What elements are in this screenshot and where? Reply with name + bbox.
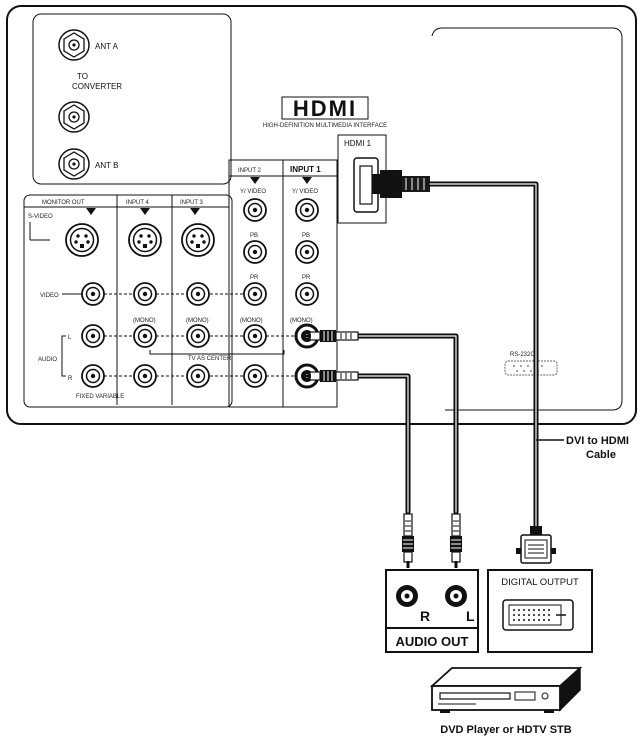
to-converter-connector[interactable] — [58, 101, 90, 133]
digital-output-label: DIGITAL OUTPUT — [501, 577, 579, 588]
to-converter-label: TO — [77, 72, 88, 81]
input-1-pr-label: PR — [302, 275, 311, 281]
to-converter-label-2: CONVERTER — [72, 82, 122, 91]
rca-plug-device-r — [401, 513, 415, 569]
input-2-y-video-label: Y/ VIDEO — [240, 189, 266, 195]
input-4-label: INPUT 4 — [126, 200, 150, 206]
video-label: VIDEO — [40, 293, 59, 299]
dvi-plug — [516, 526, 556, 564]
audio-label: AUDIO — [38, 357, 57, 363]
input-2-pb-jack[interactable] — [243, 240, 267, 264]
svg-text:HDMI: HDMI — [293, 96, 357, 121]
input-2-audio-l-jack[interactable] — [243, 324, 267, 348]
monitor-out-label: MONITOR OUT — [42, 200, 85, 206]
input-3-video-jack[interactable] — [186, 282, 210, 306]
input-3-audio-r-jack[interactable] — [186, 364, 210, 388]
audio-l-label: L — [68, 335, 72, 341]
monitor-out-audio-l-jack[interactable] — [81, 324, 105, 348]
audio-out-r-jack[interactable] — [396, 585, 418, 607]
input-1-pb-label: PB — [302, 233, 310, 239]
hdmi-1-port[interactable] — [353, 157, 379, 213]
input-3-s-video-jack[interactable] — [181, 223, 215, 257]
input-1-pb-jack[interactable] — [295, 240, 319, 264]
input-4-video-jack[interactable] — [133, 282, 157, 306]
dvi-cable-label: DVI to HDMI — [566, 435, 629, 447]
audio-cable-r — [347, 373, 411, 515]
input-1-label: INPUT 1 — [290, 165, 321, 174]
tv-as-center-bracket — [149, 350, 285, 355]
input-3-label: INPUT 3 — [180, 200, 204, 206]
tv-as-center-label: TV AS CENTER — [188, 356, 232, 362]
ant-a-connector[interactable] — [58, 29, 90, 61]
ant-b-label: ANT B — [95, 161, 118, 170]
audio-out-panel — [385, 569, 479, 653]
hdmi-tagline: HIGH-DEFINITION MULTIMEDIA INTERFACE — [263, 123, 387, 129]
monitor-out-s-video-jack[interactable] — [65, 223, 99, 257]
input-4-audio-l-jack[interactable] — [133, 324, 157, 348]
input-2-y-video-jack[interactable] — [243, 198, 267, 222]
input-2-pr-label: PR — [250, 275, 259, 281]
input-1-mono-label: (MONO) — [290, 318, 313, 324]
audio-out-l-label: L — [466, 608, 475, 624]
input-2-label: INPUT 2 — [238, 168, 262, 174]
hdmi-logo: HDMI HIGH-DEFINITION MULTIMEDIA INTERFAC… — [263, 96, 387, 129]
s-video-label: S-VIDEO — [28, 214, 53, 220]
dvi-output-port[interactable] — [502, 599, 574, 631]
rs232-label: RS-232C — [510, 352, 535, 358]
hdmi-1-label: HDMI 1 — [344, 139, 372, 148]
ant-b-connector[interactable] — [58, 148, 90, 180]
audio-out-l-jack[interactable] — [445, 585, 467, 607]
audio-out-label: AUDIO OUT — [396, 634, 469, 649]
input-4-s-video-jack[interactable] — [128, 223, 162, 257]
audio-out-r-label: R — [420, 608, 430, 624]
rs232-port[interactable] — [504, 360, 558, 376]
input-1-pr-jack[interactable] — [295, 282, 319, 306]
audio-bracket — [61, 335, 66, 377]
hdmi-cable — [427, 181, 539, 533]
dvd-player-device — [429, 666, 583, 713]
input-1-y-video-jack[interactable] — [295, 198, 319, 222]
input-2-mono-label: (MONO) — [240, 318, 263, 324]
tv-rear-panel — [6, 5, 637, 425]
audio-cable-l — [347, 333, 459, 515]
input-1-y-video-label: Y/ VIDEO — [292, 189, 318, 195]
header-arrows — [86, 177, 312, 215]
input-3-mono-label: (MONO) — [186, 318, 209, 324]
input-4-audio-r-jack[interactable] — [133, 364, 157, 388]
fixed-variable-label: FIXED VARIABLE — [76, 394, 124, 400]
input-2-audio-r-jack[interactable] — [243, 364, 267, 388]
monitor-out-video-jack[interactable] — [81, 282, 105, 306]
device-label: DVD Player or HDTV STB — [440, 724, 571, 736]
input-2-pb-label: PB — [250, 233, 258, 239]
input-3-audio-l-jack[interactable] — [186, 324, 210, 348]
rca-plug-device-l — [449, 513, 463, 569]
hdmi-plug — [372, 170, 430, 198]
input-2-pr-jack[interactable] — [243, 282, 267, 306]
input-groups — [23, 159, 338, 408]
dvi-cable-label-2: Cable — [586, 449, 616, 461]
rca-plug-tv-l — [303, 329, 359, 343]
rca-plug-tv-r — [303, 369, 359, 383]
input-4-mono-label: (MONO) — [133, 318, 156, 324]
audio-r-label: R — [68, 376, 73, 382]
monitor-out-audio-r-jack[interactable] — [81, 364, 105, 388]
ant-a-label: ANT A — [95, 42, 119, 51]
